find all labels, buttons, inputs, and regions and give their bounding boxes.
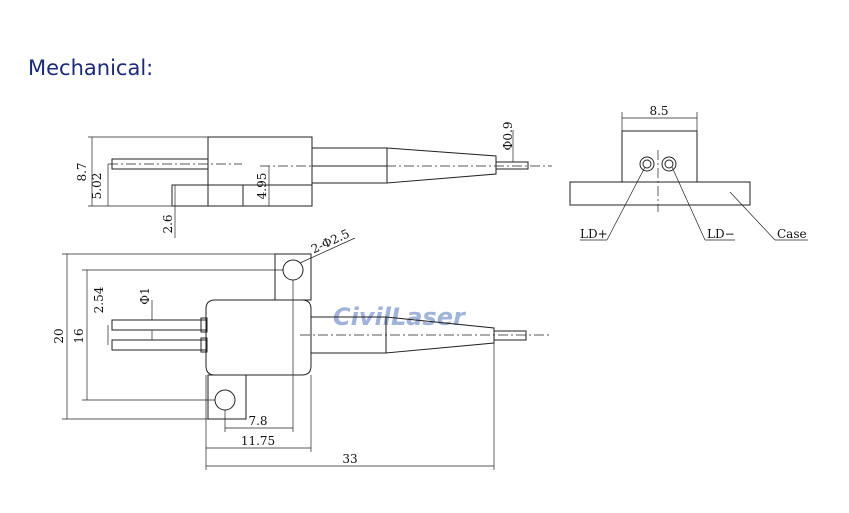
end-body (621, 130, 698, 183)
dim-total-length: 33 (342, 452, 357, 466)
label-ld-minus: LD− (707, 227, 735, 241)
end-base (569, 181, 751, 206)
end-view: 8.5 LD+ LD− Case (569, 104, 808, 241)
side-view: 8.7 5.02 2.6 4.95 Φ0.9 (75, 122, 552, 238)
top-flange-lower (207, 374, 247, 420)
dim-body-width: 11.75 (241, 434, 275, 448)
dim-side-body-offset: 4.95 (255, 173, 269, 200)
top-pin-1 (111, 319, 207, 331)
dim-side-base-offset: 2.6 (161, 214, 175, 233)
dim-hole-offset: 7.8 (248, 414, 267, 428)
dim-top-height-inner: 16 (72, 328, 86, 343)
ld-minus-pin (661, 156, 677, 172)
dim-top-height-outer: 20 (52, 328, 66, 343)
dim-pin-pitch: 2.54 (92, 286, 106, 313)
dim-mount-holes: 2-Φ2.5 (309, 226, 352, 256)
side-base (171, 184, 313, 207)
top-pin-2 (111, 339, 207, 351)
top-body (205, 299, 312, 376)
top-flange-upper (274, 253, 312, 301)
dim-side-pin-offset: 5.02 (90, 173, 104, 200)
top-view: 2-Φ2.5 20 16 2.54 Φ1 7.8 11.75 33 (52, 226, 550, 470)
label-ld-plus: LD+ (580, 227, 608, 241)
ld-plus-pin (639, 156, 655, 172)
page-title: Mechanical: (28, 56, 154, 80)
dim-side-height: 8.7 (75, 162, 89, 181)
dim-end-width: 8.5 (649, 104, 668, 118)
label-case: Case (777, 227, 807, 241)
dim-pin-diameter: Φ1 (138, 287, 152, 304)
dim-fiber-diameter: Φ0.9 (501, 122, 515, 151)
mount-hole-bottom (214, 389, 236, 411)
